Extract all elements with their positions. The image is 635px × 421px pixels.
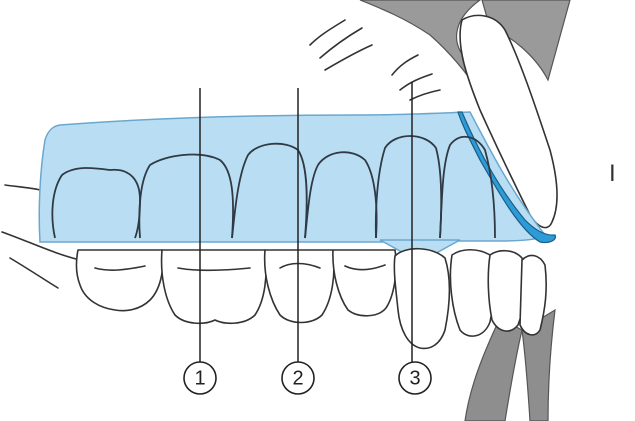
marker-1-label: 1: [194, 367, 205, 389]
marker-2-label: 2: [292, 367, 303, 389]
marker-1: 1: [184, 362, 216, 394]
marker-3-label: 3: [409, 367, 420, 389]
lower-teeth: [76, 249, 546, 349]
marker-3: 3: [399, 362, 431, 394]
root-sketch-lines: [310, 20, 440, 100]
side-label: I: [609, 162, 616, 186]
upper-cheek-line: [5, 185, 40, 190]
marker-2: 2: [282, 362, 314, 394]
lower-jaw-curve: [10, 258, 58, 288]
